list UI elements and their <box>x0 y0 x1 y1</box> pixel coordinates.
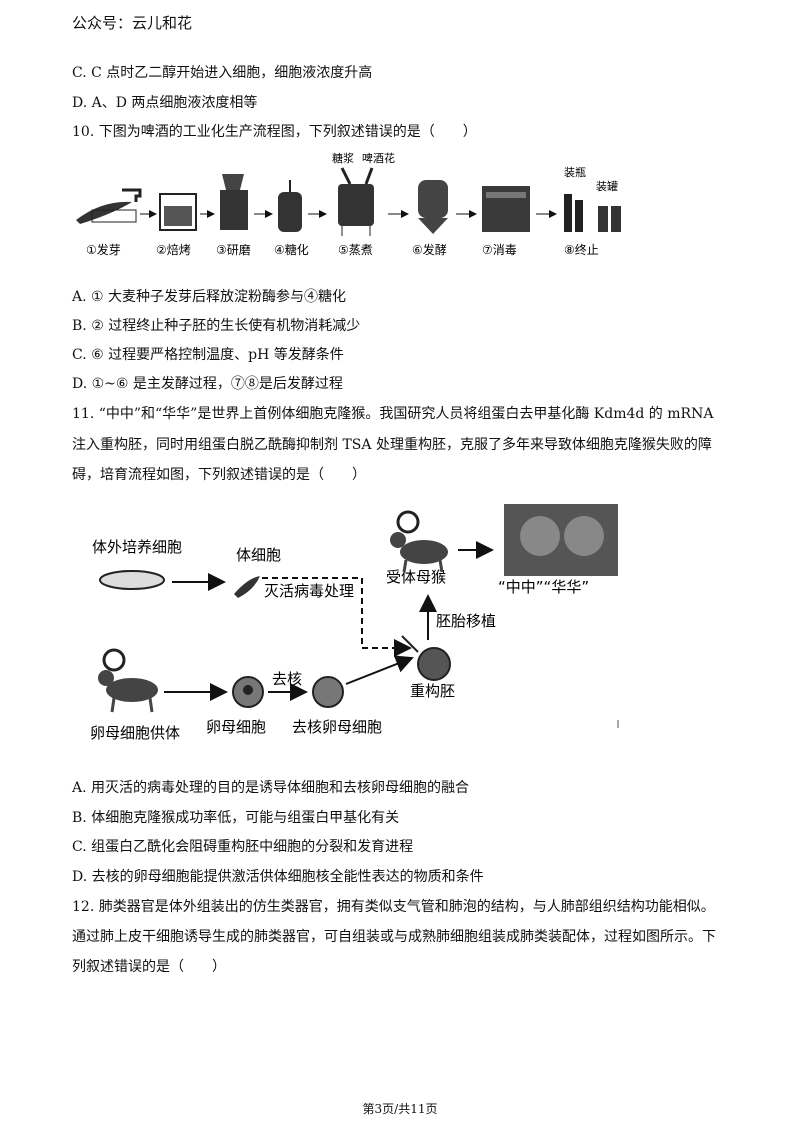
enucleation-label: 去核 <box>272 670 302 688</box>
culture-dish-illustration <box>99 570 165 590</box>
beer-production-flowchart: 糖浆 啤酒花 装瓶 装罐 ①发芽 ②焙烤 ③研磨 ④糖化 ⑤蒸煮 ⑥发酵 ⑦消毒… <box>76 151 621 257</box>
step-label: ②焙烤 <box>156 242 191 257</box>
q12-stem-line-2: 通过肺上皮干细胞诱导生成的肺类器官，可自组装或与成熟肺细胞组装成肺类装配体，过程… <box>72 929 716 945</box>
canning-label: 装罐 <box>596 180 618 193</box>
q10-option-b: B. ② 过程终止种子胚的生长使有机物消耗减少 <box>72 318 361 334</box>
q10-option-d: D. ①~⑥ 是主发酵过程，⑦⑧是后发酵过程 <box>72 376 343 392</box>
step-labels: ①发芽 ②焙烤 ③研磨 ④糖化 ⑤蒸煮 ⑥发酵 ⑦消毒 ⑧终止 <box>86 242 599 257</box>
donor-monkey-illustration <box>98 648 158 713</box>
q11-option-d: D. 去核的卵母细胞能提供激活供体细胞核全能性表达的物质和条件 <box>72 869 484 885</box>
step-label: ①发芽 <box>86 242 121 257</box>
step-label: ⑧终止 <box>564 242 599 257</box>
cultured-cells-label: 体外培养细胞 <box>92 538 182 556</box>
step-label: ⑤蒸煮 <box>338 243 373 257</box>
syrup-label: 糖浆 <box>332 151 354 165</box>
reconstructed-embryo-illustration <box>401 635 451 681</box>
step-label: ⑥发酵 <box>412 242 447 257</box>
cloning-flowchart: 体外培养细胞 体细胞 灭活病毒处理 受体母猴 “中中”“华华” 胚胎移植 重构胚… <box>90 504 619 742</box>
mash-tank-illustration <box>278 180 302 232</box>
virus-treatment-label: 灭活病毒处理 <box>264 582 354 600</box>
q10-option-a: A. ① 大麦种子发芽后释放淀粉酶参与④糖化 <box>72 289 347 305</box>
q10-stem: 10. 下图为啤酒的工业化生产流程图，下列叙述错误的是（ ） <box>72 124 477 140</box>
enucleated-oocyte-illustration <box>312 676 344 708</box>
enucleated-oocyte-label: 去核卵母细胞 <box>292 718 382 736</box>
somatic-cell-label: 体细胞 <box>236 546 281 564</box>
page-footer: 第3页/共11页 <box>362 1102 438 1116</box>
reconstructed-embryo-label: 重构胚 <box>410 682 455 700</box>
q11-option-b: B. 体细胞克隆猴成功率低，可能与组蛋白甲基化有关 <box>72 810 400 826</box>
surrogate-monkey-label: 受体母猴 <box>386 568 446 586</box>
q10-option-c: C. ⑥ 过程要严格控制温度、pH 等发酵条件 <box>72 347 344 363</box>
cloned-monkey-names: “中中”“华华” <box>498 578 589 596</box>
step-label: ⑦消毒 <box>482 243 517 257</box>
bottling-label: 装瓶 <box>564 165 586 179</box>
q11-option-c: C. 组蛋白乙酰化会阻碍重构胚中细胞的分裂和发育进程 <box>72 839 414 855</box>
germination-illustration <box>76 188 142 224</box>
q12-stem-line-3: 列叙述错误的是（ ） <box>72 959 226 975</box>
q11-stem-line-1: 11. “中中”和“华华”是世界上首例体细胞克隆猴。我国研究人员将组蛋白去甲基化… <box>72 406 714 422</box>
q12-stem-line-1: 12. 肺类器官是体外组装出的仿生类器官，拥有类似支气管和肺泡的结构，与人肺部组… <box>72 899 715 915</box>
oocyte-label: 卵母细胞 <box>206 718 266 736</box>
surrogate-monkey-illustration <box>390 510 448 573</box>
sterilizer-illustration <box>482 186 530 232</box>
page-header: 公众号：云儿和花 <box>72 14 193 32</box>
q11-stem-line-2: 注入重构胚，同时用组蛋白脱乙酰酶抑制剂 TSA 处理重构胚，克服了多年来导致体细… <box>72 437 712 453</box>
mill-illustration <box>220 174 248 230</box>
step-label: ④糖化 <box>274 242 309 257</box>
q9-option-d: D. A、D 两点细胞液浓度相等 <box>72 95 258 111</box>
hops-label: 啤酒花 <box>362 151 395 165</box>
step-label: ③研磨 <box>216 243 251 257</box>
boiling-kettle-illustration: 糖浆 啤酒花 <box>332 151 395 236</box>
somatic-cell-illustration <box>234 576 260 598</box>
q9-option-c: C. C 点时乙二醇开始进入细胞，细胞液浓度升高 <box>72 65 373 81</box>
fermenter-illustration <box>418 180 448 234</box>
bottling-illustration: 装瓶 装罐 <box>564 165 621 232</box>
q11-option-a: A. 用灭活的病毒处理的目的是诱导体细胞和去核卵母细胞的融合 <box>72 780 470 796</box>
oocyte-illustration <box>232 676 264 708</box>
embryo-transfer-label: 胚胎移植 <box>436 612 496 630</box>
oocyte-donor-label: 卵母细胞供体 <box>90 724 180 742</box>
kiln-illustration <box>159 193 197 231</box>
q11-stem-line-3: 碍，培育流程如图，下列叙述错误的是（ ） <box>72 467 366 483</box>
